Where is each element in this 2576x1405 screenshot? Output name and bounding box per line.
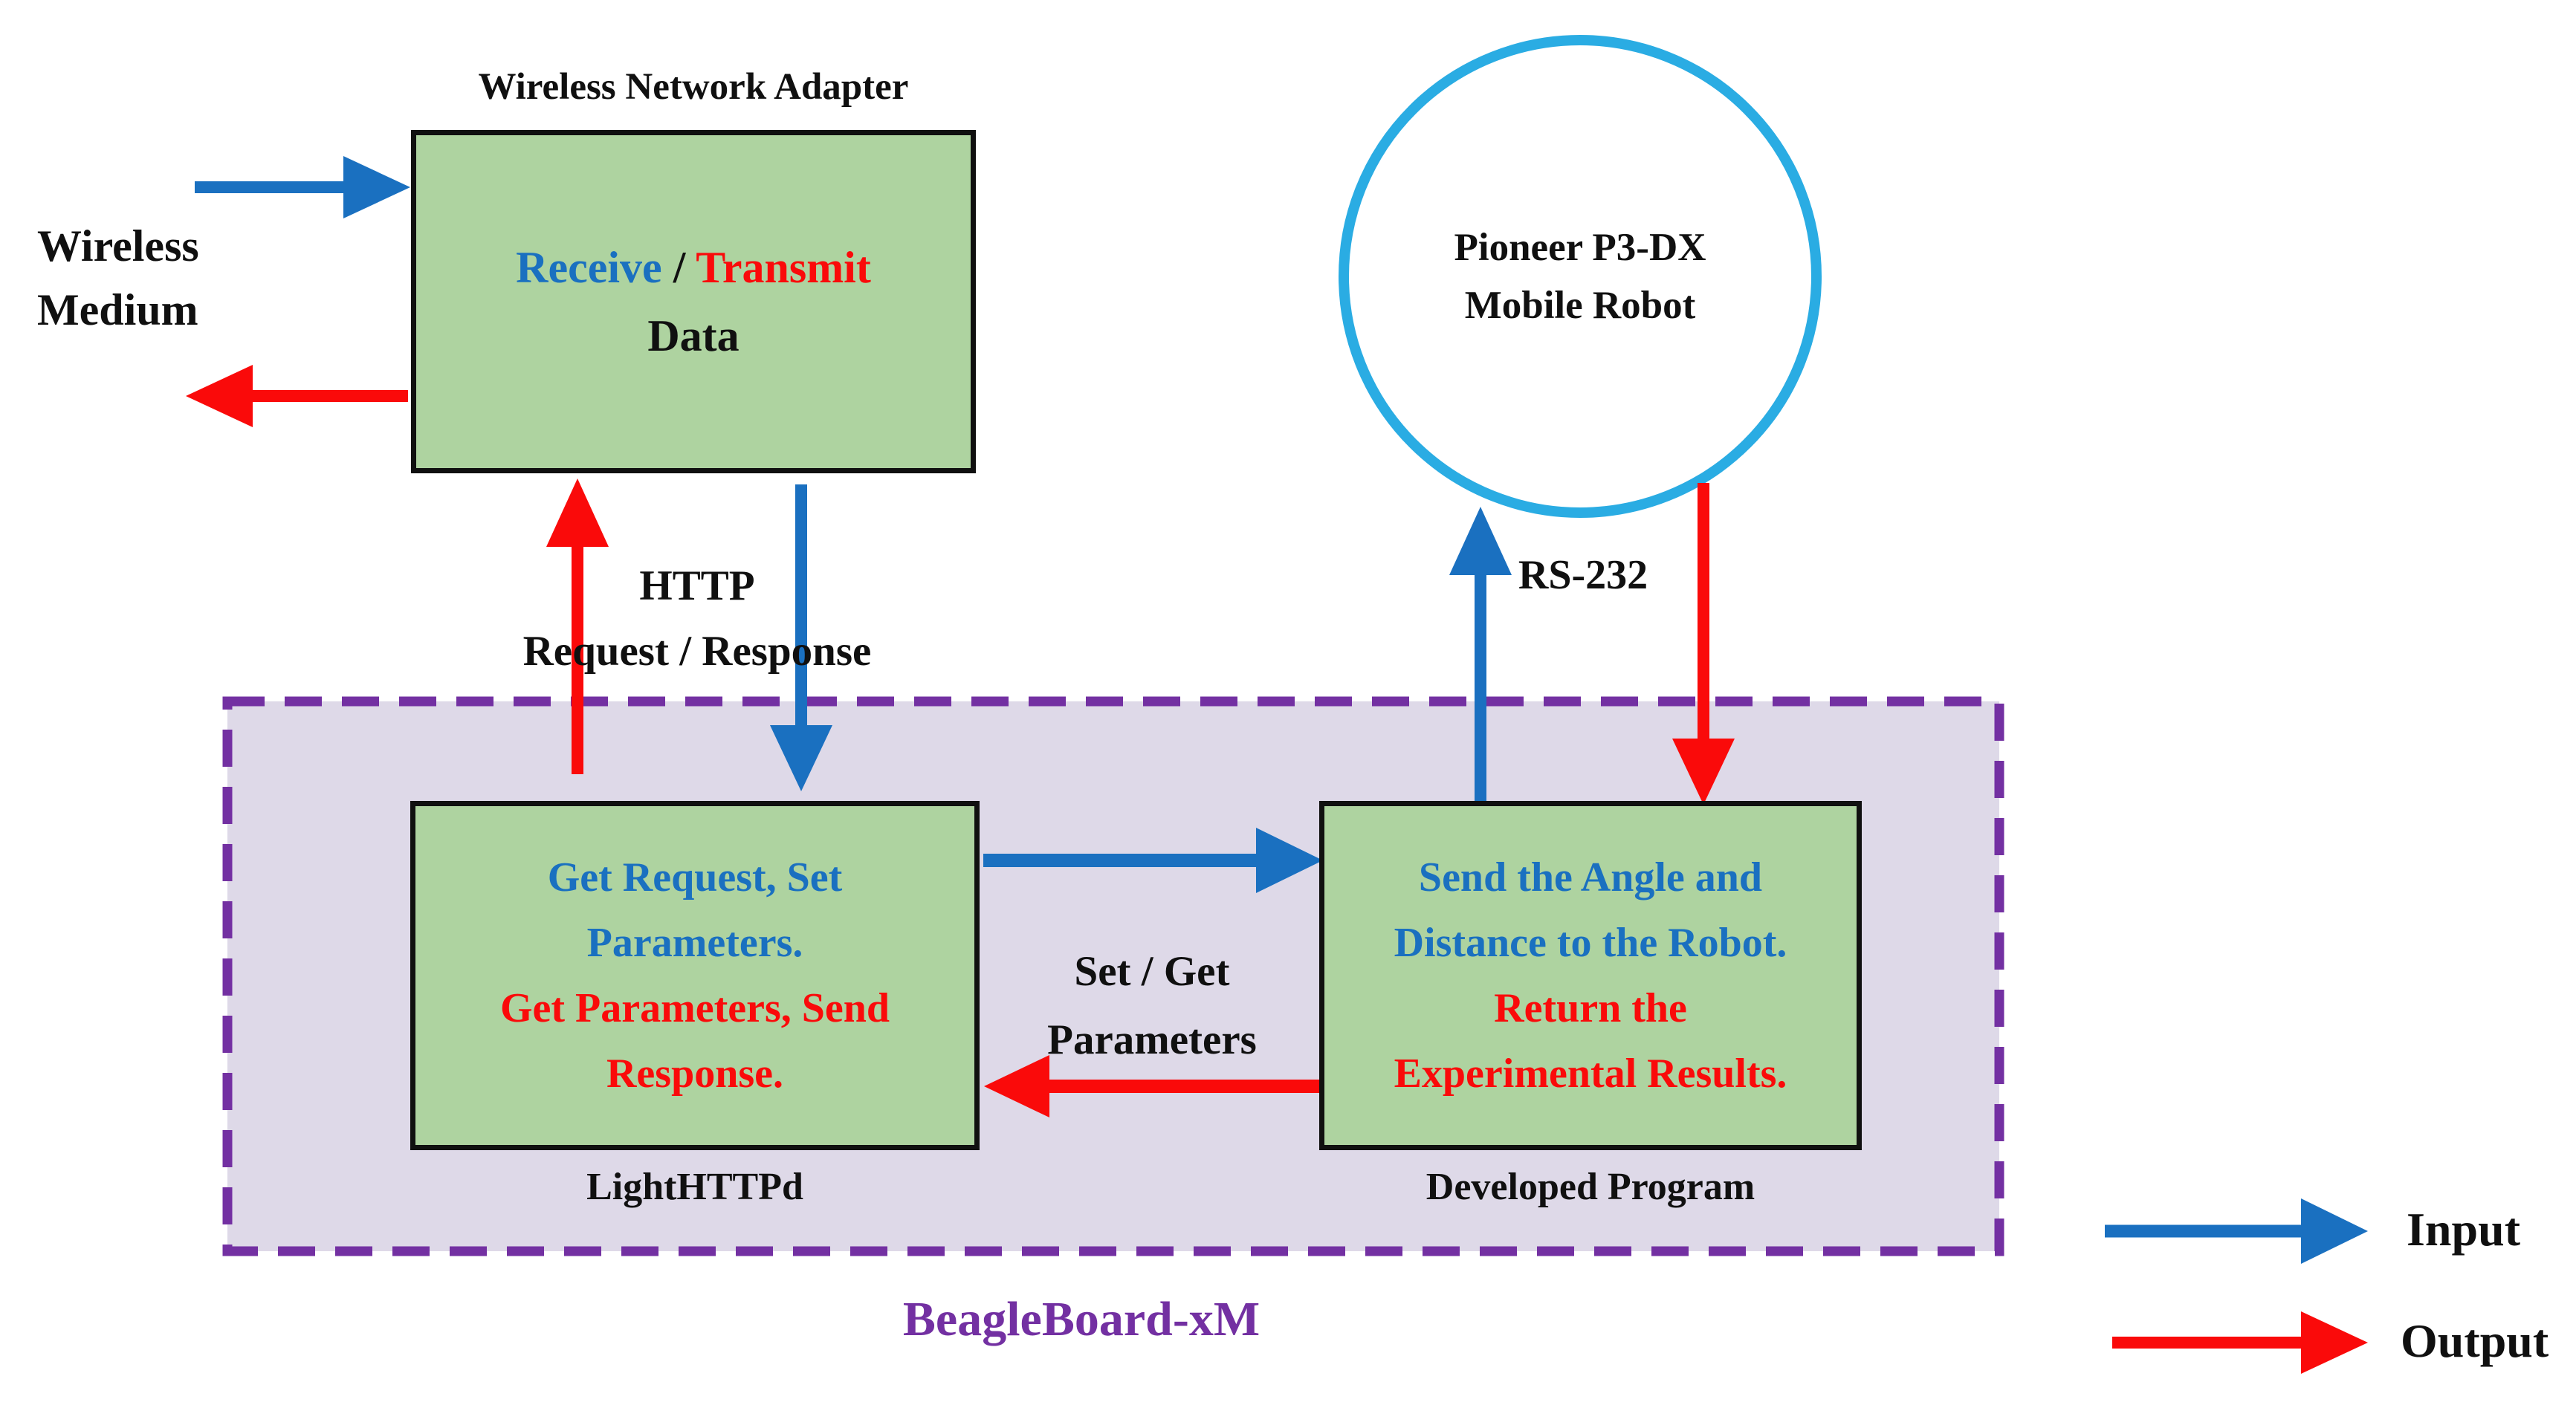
wireless-input-arrow — [195, 156, 410, 218]
data-label: Data — [647, 311, 740, 360]
legend-input-arrow-head — [2301, 1198, 2368, 1264]
rs232-input-arrow-head — [1449, 507, 1512, 575]
rs232-input-arrow — [1449, 507, 1512, 801]
developed-program-line-3: Return the — [1494, 985, 1687, 1031]
lighthttpd-line-1: Get Request, Set — [547, 854, 843, 901]
receive-label: Receive — [516, 243, 662, 292]
robot-label-line1: Pioneer P3-DX — [1454, 226, 1706, 269]
robot-circle-label: Pioneer P3-DX Mobile Robot — [1357, 218, 1803, 334]
wireless-input-arrow-head — [343, 156, 410, 218]
wireless-medium-line1: Wireless — [37, 221, 199, 270]
get-parameters-arrow-head — [984, 1055, 1049, 1117]
developed-program-line-1: Send the Angle and — [1418, 854, 1763, 901]
lighthttpd-caption: LightHTTPd — [586, 1166, 803, 1208]
setget-label-line1: Set / Get — [1074, 948, 1230, 995]
setget-link-label: Set / Get Parameters — [996, 938, 1308, 1074]
legend-output-arrow-head — [2301, 1311, 2368, 1374]
lighthttpd-line-4: Response. — [606, 1051, 784, 1097]
wireless-network-adapter-title: Wireless Network Adapter — [478, 66, 909, 108]
lighthttpd-line-2: Parameters. — [586, 920, 803, 966]
setget-label-line2: Parameters — [1047, 1016, 1257, 1063]
http-label-line2: Request / Response — [522, 628, 872, 675]
legend-input-arrow — [2105, 1198, 2368, 1264]
rs232-output-arrow — [1672, 483, 1735, 805]
developed-program-box: Send the Angle and Distance to the Robot… — [1319, 801, 1862, 1150]
robot-circle — [1339, 35, 1822, 518]
rs232-output-arrow-head — [1672, 739, 1735, 805]
developed-program-caption: Developed Program — [1425, 1166, 1755, 1208]
wireless-network-adapter-box: Receive / Transmit Data — [411, 130, 976, 473]
http-request-arrow-head — [546, 478, 609, 547]
http-response-arrow — [770, 484, 832, 791]
beagleboard-label: BeagleBoard-xM — [902, 1292, 1261, 1346]
wireless-medium-label: Wireless Medium — [37, 214, 199, 342]
http-request-arrow — [546, 478, 609, 774]
wireless-medium-line2: Medium — [37, 285, 198, 334]
rs232-link-label: RS-232 — [1518, 552, 1648, 598]
adapter-line-receive-transmit: Receive / Transmit — [516, 233, 871, 302]
developed-program-line-4: Experimental Results. — [1394, 1051, 1787, 1097]
wireless-output-arrow — [186, 365, 408, 427]
wireless-output-arrow-head — [186, 365, 253, 427]
http-label-line1: HTTP — [639, 562, 755, 609]
developed-program-line-2: Distance to the Robot. — [1394, 920, 1787, 966]
set-parameters-arrow-head — [1256, 828, 1323, 893]
http-link-label: HTTP Request / Response — [467, 554, 928, 684]
http-response-arrow-head — [770, 725, 832, 791]
set-parameters-arrow — [983, 828, 1323, 893]
legend-input-label: Input — [2407, 1203, 2520, 1256]
legend-output-label: Output — [2401, 1314, 2549, 1367]
transmit-label: Transmit — [696, 243, 871, 292]
lighthttpd-box: Get Request, Set Parameters. Get Paramet… — [410, 801, 980, 1150]
robot-label-line2: Mobile Robot — [1464, 284, 1696, 327]
legend-output-arrow — [2112, 1311, 2368, 1374]
receive-transmit-separator: / — [661, 243, 696, 292]
lighthttpd-line-3: Get Parameters, Send — [499, 985, 890, 1031]
